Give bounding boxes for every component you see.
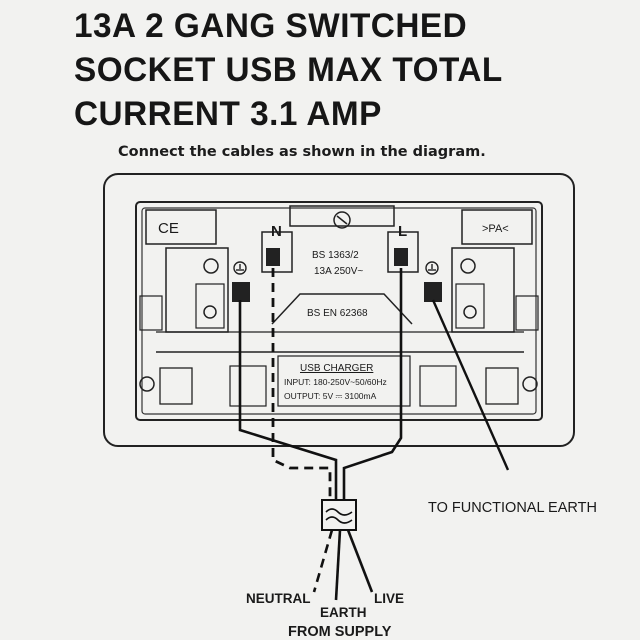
live-label: LIVE: [374, 591, 404, 606]
earth-symbol-right-icon: [425, 261, 439, 275]
functional-earth-wire: [431, 299, 510, 471]
socket-body: [135, 201, 543, 421]
pa-mark-box: [461, 209, 533, 245]
instruction-text: Connect the cables as shown in the diagr…: [118, 144, 486, 160]
earth-label: EARTH: [320, 605, 367, 620]
neutral-terminal-block: [261, 231, 293, 273]
sleeve-break: [325, 508, 353, 516]
usb-charger-box: [277, 355, 411, 407]
central-module: [271, 293, 413, 325]
right-housing: [451, 247, 515, 333]
usb-charger-input: INPUT: 180-250V~50/60Hz: [284, 377, 387, 387]
socket-inner-frame: [141, 207, 537, 415]
neutral-terminal-icon: [266, 248, 280, 266]
earth-symbol-left-icon: [233, 261, 247, 275]
supply-earth-line: [334, 529, 342, 601]
page-title: 13A 2 GANG SWITCHED SOCKET USB MAX TOTAL…: [74, 4, 603, 136]
bottom-left-slot: [229, 365, 267, 407]
left-fixing-screw-icon: [203, 258, 219, 274]
neutral-wire: [271, 268, 332, 500]
top-bridge: [289, 205, 395, 227]
right-bottom-screw-icon: [522, 376, 538, 392]
supply-live-line: [346, 529, 374, 593]
right-inner-slot: [455, 283, 485, 329]
top-screw-slot: [336, 215, 348, 225]
cable-sleeve: [321, 499, 357, 531]
left-lower-hole: [203, 305, 217, 319]
earth-terminal-left-icon: [232, 282, 250, 302]
title-line-2: SOCKET USB MAX TOTAL: [74, 51, 503, 89]
supply-neutral-line: [312, 529, 334, 593]
pa-mark: >PA<: [482, 223, 509, 235]
top-screw-icon: [333, 211, 351, 229]
live-terminal-block: [387, 231, 419, 273]
rating-text: 13A 250V~: [314, 266, 363, 277]
right-lower-hole: [463, 305, 477, 319]
live-terminal-icon: [394, 248, 408, 266]
right-side-tab: [515, 295, 539, 331]
left-bottom-clamp: [159, 367, 193, 405]
title-line-1: 13A 2 GANG SWITCHED: [74, 7, 468, 45]
left-bottom-screw-icon: [139, 376, 155, 392]
ce-mark-box: [145, 209, 217, 245]
earth-terminal-right-icon: [424, 282, 442, 302]
right-bottom-clamp: [485, 367, 519, 405]
right-fixing-screw-icon: [460, 258, 476, 274]
terminal-l-label: L: [398, 223, 407, 240]
left-side-tab: [139, 295, 163, 331]
earth-wire: [238, 300, 338, 500]
left-inner-slot: [195, 283, 225, 329]
from-supply-label: FROM SUPPLY: [288, 624, 392, 640]
title-line-3: CURRENT 3.1 AMP: [74, 95, 382, 133]
standard-bs1363: BS 1363/2: [312, 250, 359, 261]
functional-earth-label: TO FUNCTIONAL EARTH: [428, 500, 597, 516]
ce-mark: CE: [158, 220, 179, 237]
faceplate-outline: [103, 173, 575, 447]
bottom-right-slot: [419, 365, 457, 407]
usb-charger-output: OUTPUT: 5V ⎓ 3100mA: [284, 391, 377, 401]
live-wire: [342, 268, 403, 500]
terminal-n-label: N: [271, 223, 282, 240]
neutral-label: NEUTRAL: [246, 591, 311, 606]
usb-charger-heading: USB CHARGER: [300, 363, 373, 374]
sleeve-break-2: [325, 516, 353, 524]
left-housing: [165, 247, 229, 333]
standard-bs-en-62368: BS EN 62368: [307, 308, 368, 319]
